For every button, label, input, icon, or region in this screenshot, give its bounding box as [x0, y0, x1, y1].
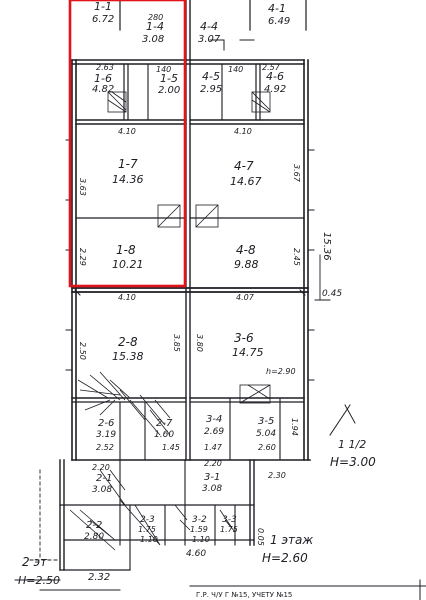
dimension: 2.57 — [262, 63, 281, 72]
dimension: 3.67 — [292, 164, 301, 183]
room-area: 5.04 — [256, 429, 276, 439]
room-area: 3.08 — [142, 34, 164, 45]
room-area: 4.82 — [92, 84, 114, 95]
floor-annotation: 1 этаж — [270, 533, 313, 547]
dimension: 4.07 — [236, 293, 255, 302]
room-id: 2-1 — [96, 473, 112, 484]
height-annotation: H=2.50 — [18, 574, 60, 587]
room-id: 2-7 — [156, 418, 173, 429]
dimension: 1.94 — [290, 418, 299, 436]
dimension: 2.50 — [78, 342, 87, 360]
dimension: 1.10 — [192, 535, 210, 544]
room-id: 4-5 — [202, 70, 220, 83]
hatched-shafts — [69, 91, 271, 551]
room-area: 3.08 — [92, 485, 112, 495]
room-id: 1-5 — [160, 72, 178, 85]
room-area: 6.72 — [92, 14, 114, 25]
room-area: 9.88 — [234, 258, 259, 271]
room-area: 2.00 — [158, 85, 180, 96]
dimension: 0.45 — [322, 289, 342, 299]
room-id: 3-3 — [222, 515, 237, 525]
dimension: 2.32 — [88, 572, 110, 583]
room-id: 4-1 — [268, 2, 286, 15]
dimension: 4.60 — [186, 549, 206, 559]
room-area: 1.75 — [138, 525, 156, 534]
height-annotation: H=2.60 — [262, 551, 308, 565]
dimension: 4.10 — [118, 293, 136, 302]
room-id: 4-6 — [266, 70, 284, 83]
room-area: 3.07 — [198, 34, 221, 45]
height-annotation: H=3.00 — [330, 455, 376, 469]
dimension: 2.20 — [92, 463, 110, 472]
dimension: 140 — [228, 65, 243, 74]
room-area: 15.38 — [112, 350, 144, 363]
room-id: 3-1 — [204, 472, 220, 483]
dimension: 3.85 — [172, 334, 181, 352]
stamp-text: Г.Р. Ч/У Г №15, УЧЕТУ №15 — [196, 591, 292, 599]
dimension: 140 — [156, 65, 171, 74]
dimension: 2.60 — [258, 443, 276, 452]
floor-annotation: 1 1/2 — [338, 438, 366, 451]
dimension: 3.80 — [195, 334, 204, 352]
dimension: 2.45 — [292, 248, 301, 266]
room-id: 2-3 — [140, 515, 155, 525]
room-area: 3.08 — [202, 484, 222, 494]
room-area: 14.67 — [230, 175, 262, 188]
room-id: 4-8 — [236, 243, 256, 257]
dimension: 15.36 — [321, 232, 332, 261]
room-area: 1.59 — [190, 525, 208, 534]
dimension: 2.52 — [96, 443, 114, 452]
room-id: 2-2 — [86, 520, 102, 531]
room-id: 3-2 — [192, 515, 207, 525]
dimension: 4.10 — [118, 127, 136, 136]
room-area: 2.69 — [204, 427, 224, 437]
dimension: 2.63 — [96, 63, 114, 72]
dimension: 1.45 — [162, 443, 180, 452]
room-id: 3-6 — [234, 331, 254, 345]
room-area: 1.75 — [220, 525, 238, 534]
room-id: 1-7 — [118, 157, 138, 171]
room-id: 4-7 — [234, 159, 254, 173]
room-area: 14.75 — [232, 346, 264, 359]
room-id: 3-5 — [258, 416, 274, 427]
dimension: 2.29 — [78, 248, 87, 266]
dimension: 1.47 — [204, 443, 223, 452]
room-id: 1-8 — [116, 243, 136, 257]
room-id: 3-4 — [206, 414, 222, 425]
dimension: h=2.90 — [266, 367, 296, 376]
dimension: 0.05 — [256, 528, 265, 546]
room-area: 2.95 — [200, 84, 222, 95]
room-labels: 1-1 6.72 1-4 3.08 4-4 3.07 4-1 6.49 1-6 … — [84, 0, 290, 542]
room-area: 10.21 — [112, 258, 144, 271]
dimension: 3.63 — [78, 178, 87, 196]
room-id: 1-1 — [94, 0, 112, 13]
room-area: 3.19 — [96, 430, 116, 440]
room-area: 14.36 — [112, 173, 144, 186]
dimension: 280 — [148, 13, 163, 22]
room-area: 1.60 — [154, 430, 174, 440]
floor-annotation: 2 эт — [22, 555, 48, 569]
room-area: 6.49 — [268, 16, 290, 27]
annotations: 1 1/2 H=3.00 1 этаж H=2.60 2 эт H=2.50 2… — [18, 438, 376, 587]
room-id: 1-6 — [94, 72, 112, 85]
room-area: 2.80 — [84, 532, 104, 542]
dimension: 2.20 — [204, 459, 222, 468]
highlight-outline — [68, 0, 187, 288]
room-id: 1-4 — [146, 20, 164, 33]
dimension: 1.10 — [140, 535, 158, 544]
room-area: 4.92 — [264, 84, 286, 95]
dimension: 4.10 — [234, 127, 252, 136]
wall-lines — [14, 0, 426, 600]
dimension: 2.30 — [268, 471, 286, 480]
dimension-labels: 280 140 2.63 140 2.57 4.10 4.10 3.63 3.6… — [78, 13, 342, 559]
room-id: 2-6 — [98, 418, 114, 429]
room-id: 2-8 — [118, 335, 138, 349]
room-id: 4-4 — [200, 20, 218, 33]
